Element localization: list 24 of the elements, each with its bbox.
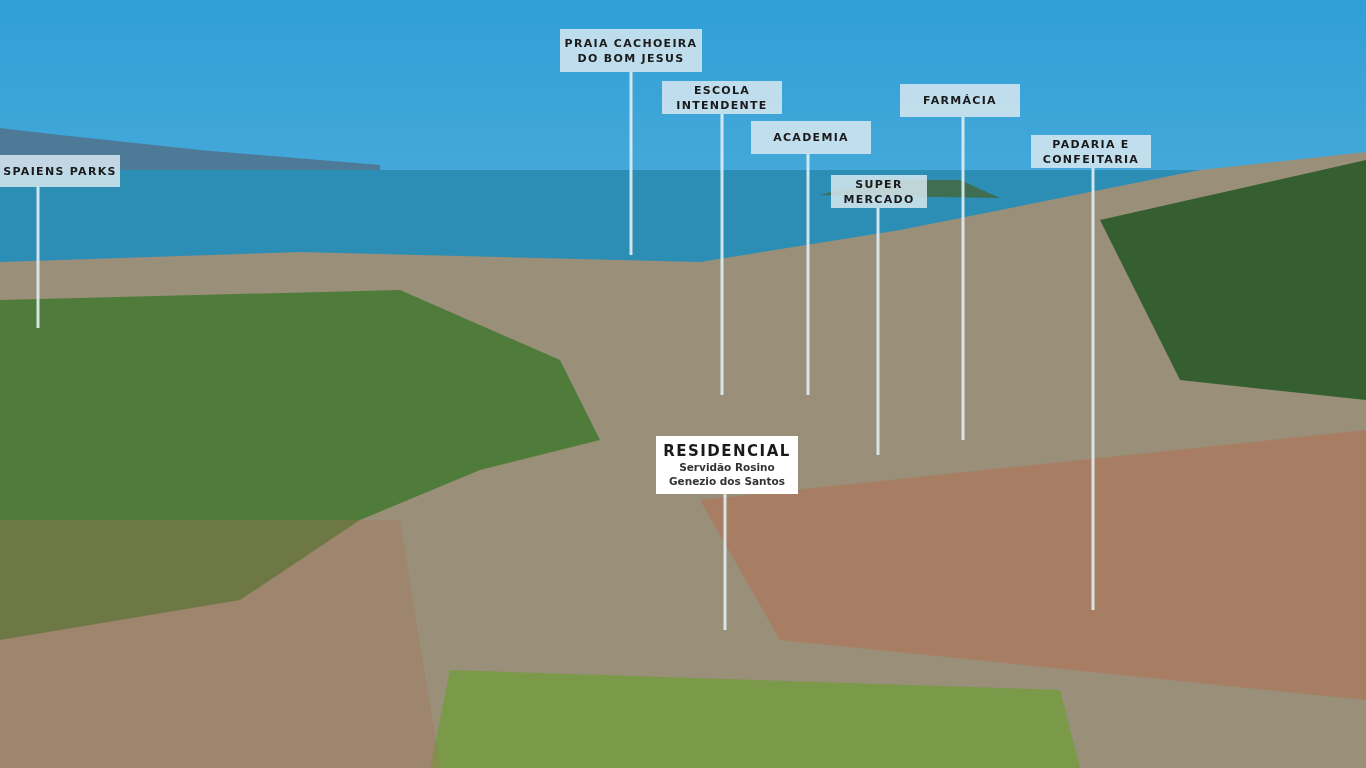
place-name: ESCOLA INTENDENTE [675,82,769,113]
leader-line [723,494,727,630]
leader-line [806,154,810,395]
callout-label [560,29,702,72]
callout-label [831,175,927,208]
leader-line [720,114,724,395]
place-name: ACADEMIA [773,130,849,145]
callout-label [662,81,782,114]
callout-label [0,155,120,187]
callout-label [751,121,871,154]
address-text: Servidão Rosino Genezio dos Santos [667,460,787,488]
callout-label [1031,135,1151,168]
leader-line [36,187,40,328]
place-name: PRAIA CACHOEIRA DO BOM JESUS [563,35,699,66]
place-name: SPAIENS PARKS [3,163,117,179]
leader-line [961,117,965,440]
place-name: PADARIA E CONFEITARIA [1041,136,1141,167]
place-name: SUPER MERCADO [842,176,916,207]
callout-label [900,84,1020,117]
place-name: RESIDENCIAL [663,442,791,460]
leader-line [876,208,880,455]
leader-line [629,72,633,255]
callout-label [656,436,798,494]
place-name: FARMÁCIA [923,93,997,108]
